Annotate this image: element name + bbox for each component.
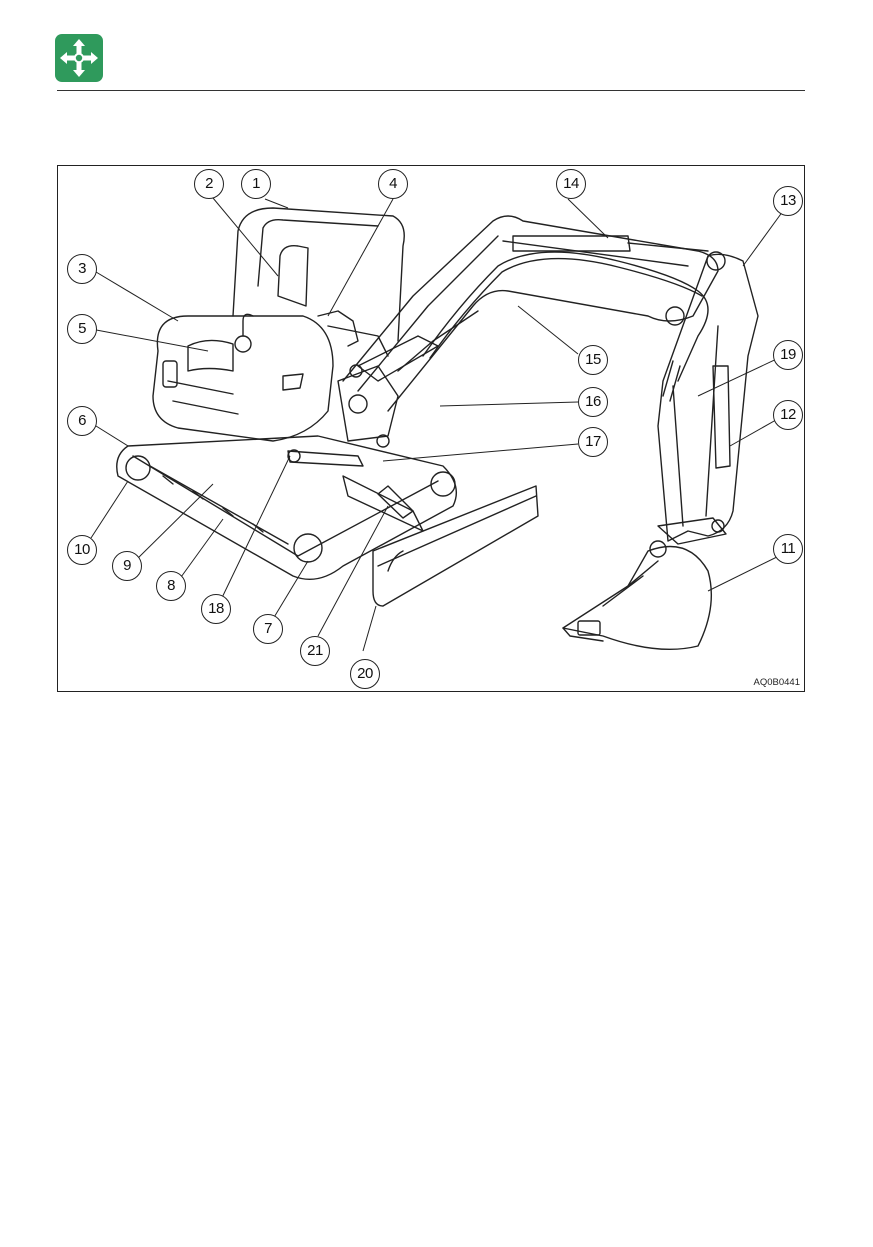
callout-15: 15 (578, 345, 608, 375)
callout-6: 6 (67, 406, 97, 436)
callout-16: 16 (578, 387, 608, 417)
callout-2: 2 (194, 169, 224, 199)
bucket (563, 547, 711, 650)
excavator-figure: 1 2 3 4 5 6 7 8 9 10 11 12 13 14 15 16 1… (57, 165, 805, 692)
callout-14: 14 (556, 169, 586, 199)
callout-12: 12 (773, 400, 803, 430)
callout-7: 7 (253, 614, 283, 644)
callout-17: 17 (578, 427, 608, 457)
callout-5: 5 (67, 314, 97, 344)
excavator-drawing (58, 166, 805, 692)
callout-9: 9 (112, 551, 142, 581)
callout-3: 3 (67, 254, 97, 284)
callout-13: 13 (773, 186, 803, 216)
callout-8: 8 (156, 571, 186, 601)
arm (658, 254, 758, 541)
callout-21: 21 (300, 636, 330, 666)
callout-18: 18 (201, 594, 231, 624)
bucket-cylinder (713, 366, 730, 468)
arm-cylinder (513, 236, 630, 251)
callout-4: 4 (378, 169, 408, 199)
callout-10: 10 (67, 535, 97, 565)
leader-lines (88, 198, 783, 651)
callout-11: 11 (773, 534, 803, 564)
move-arrows-icon (55, 34, 103, 82)
callout-20: 20 (350, 659, 380, 689)
figure-code: AQ0B0441 (754, 677, 800, 688)
callout-19: 19 (773, 340, 803, 370)
header-divider (57, 90, 805, 91)
operator-seat (278, 246, 308, 306)
callout-1: 1 (241, 169, 271, 199)
